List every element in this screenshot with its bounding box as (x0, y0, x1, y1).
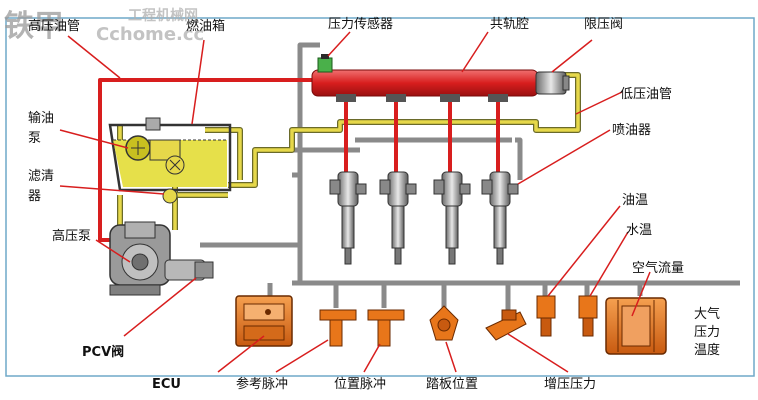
label-ref-pulse: 参考脉冲 (236, 376, 288, 392)
label-atm-3: 温度 (694, 342, 720, 358)
oil-temp-sensor-icon (536, 295, 556, 337)
label-pressure-limiter: 限压阀 (584, 17, 623, 32)
label-feed-pump-1: 输油 (28, 110, 54, 126)
injector-icon (433, 171, 471, 265)
feed-pump-icon (125, 117, 181, 161)
ecu-icon (235, 295, 293, 347)
pressure-sensor-icon (317, 54, 333, 73)
injectors (329, 171, 519, 265)
air-flow-sensor-icon (605, 297, 667, 355)
filter-icon (162, 155, 185, 204)
high-pressure-pump-icon (109, 221, 214, 296)
label-pcv-valve: PCV阀 (82, 344, 124, 360)
watermark-url: Cchome.cc (96, 24, 204, 45)
watermark-site: 工程机械网 (128, 7, 198, 24)
label-filter-1: 滤清 (28, 169, 54, 184)
signal-wires (200, 42, 740, 310)
label-high-pressure-pump: 高压泵 (52, 228, 91, 244)
watermark-logo: 铁甲 工程机械网 Cchome.cc (4, 7, 204, 45)
label-water-temp: 水温 (626, 223, 652, 238)
label-atm-1: 大气 (694, 306, 720, 322)
injector-icon (379, 171, 417, 265)
pos-pulse-sensor-icon (367, 309, 405, 347)
injector-icon (329, 171, 367, 265)
watermark-brand: 铁甲 (4, 9, 64, 44)
injector-icon (481, 171, 519, 265)
label-pedal-pos: 踏板位置 (426, 377, 478, 392)
pressure-limiter-icon (535, 71, 570, 95)
label-fuel-tank: 燃油箱 (186, 18, 225, 34)
label-filter-2: 器 (28, 189, 41, 204)
label-atm-2: 压力 (694, 325, 720, 340)
label-feed-pump-2: 泵 (28, 131, 41, 146)
boost-sensor-icon (485, 309, 527, 341)
ref-pulse-sensor-icon (319, 309, 357, 347)
label-low-pressure-pipe: 低压油管 (620, 87, 672, 102)
label-oil-temp: 油温 (622, 193, 648, 208)
callout-lines (59, 31, 651, 373)
label-high-pressure-pipe: 高压油管 (28, 18, 80, 34)
label-pressure-sensor: 压力传感器 (328, 16, 393, 32)
pedal-sensor-icon (429, 305, 459, 341)
high-pressure-lines (98, 78, 500, 242)
label-pos-pulse: 位置脉冲 (334, 377, 386, 392)
outer-frame (5, 17, 755, 377)
label-injector: 喷油器 (612, 123, 651, 138)
label-air-flow: 空气流量 (632, 260, 684, 276)
label-boost-pressure: 增压压力 (544, 377, 596, 392)
label-common-rail: 共轨腔 (490, 17, 529, 32)
water-temp-sensor-icon (578, 295, 598, 337)
label-ecu: ECU (152, 377, 181, 392)
common-rail (311, 69, 539, 102)
